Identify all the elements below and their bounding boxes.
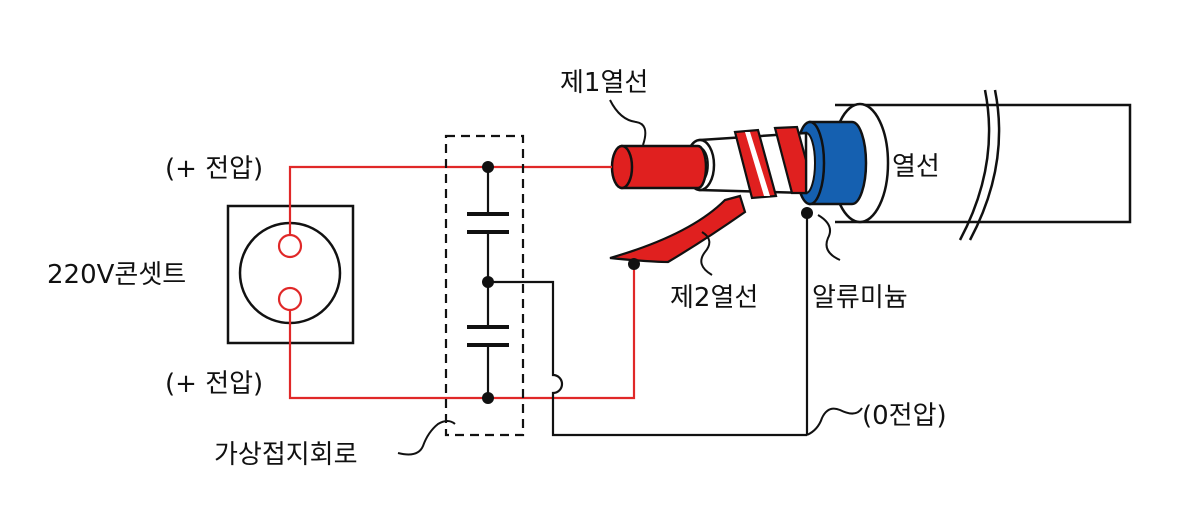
heating-cable-body (830, 89, 1132, 241)
node-middle (482, 276, 494, 288)
label-heater: 열선 (892, 152, 940, 182)
label-socket: 220V콘셋트 (47, 260, 186, 290)
label-first-wire: 제1열선 (560, 68, 648, 98)
second-wire-spiral (733, 125, 808, 200)
first-wire-core (610, 144, 708, 190)
label-plus-top: (+ 전압) (165, 154, 263, 184)
node-bottom (482, 392, 494, 404)
socket-hole-bottom (277, 286, 303, 312)
node-top (482, 161, 494, 173)
second-wire-tail (609, 194, 747, 264)
label-aluminum: 알류미늄 (812, 283, 908, 313)
red-wiring (288, 165, 636, 400)
label-virtual-ground: 가상접지회로 (214, 440, 358, 470)
socket-hole-top (277, 233, 303, 259)
label-zero-voltage: (0전압) (862, 401, 947, 431)
label-plus-bottom: (+ 전압) (165, 369, 263, 399)
leader-lines (397, 99, 863, 456)
virtual-ground-circuit (444, 134, 807, 437)
label-second-wire: 제2열선 (670, 283, 758, 313)
ground-line (628, 207, 813, 435)
